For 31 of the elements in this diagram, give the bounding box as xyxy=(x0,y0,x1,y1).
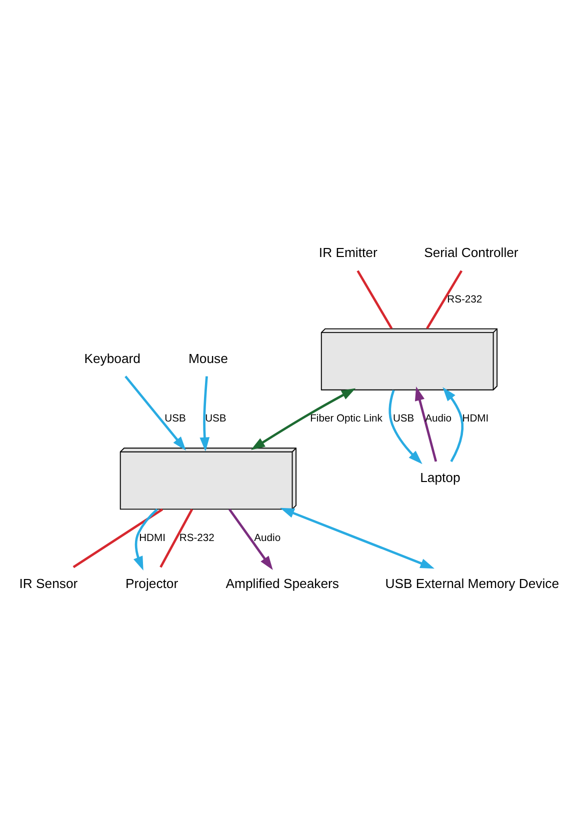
connector xyxy=(72,508,164,568)
node-text: Laptop xyxy=(420,470,460,486)
arrow xyxy=(228,508,273,570)
arrow xyxy=(124,376,186,451)
edge-label: RS-232 xyxy=(447,294,482,306)
edge-label: HDMI xyxy=(139,532,166,544)
edge-label: USB xyxy=(392,414,414,425)
edge-label: Fiber Optic Link xyxy=(310,414,382,425)
edge-label: USB xyxy=(164,414,186,425)
arrow xyxy=(442,387,464,462)
node-text: USB External Memory Device xyxy=(385,576,560,591)
arrow xyxy=(133,508,158,571)
edge-label: RS-232 xyxy=(179,532,214,544)
node-text: IR Sensor xyxy=(19,576,78,591)
arrow xyxy=(414,386,438,462)
node-text: Serial Controller xyxy=(424,245,518,260)
arrow xyxy=(280,508,434,569)
node-text: Projector xyxy=(126,576,178,591)
edge-label: USB xyxy=(205,414,226,425)
node-text: Mouse xyxy=(188,350,228,366)
arrow xyxy=(388,390,422,464)
edge-label: HDMI xyxy=(462,414,489,425)
node-text: Amplified Speakers xyxy=(226,576,340,591)
edge-label: Audio xyxy=(254,532,281,544)
connector xyxy=(160,508,194,568)
node-text: Keyboard xyxy=(84,350,140,366)
connector xyxy=(356,270,393,330)
arrow xyxy=(250,388,356,450)
arrow xyxy=(200,376,210,452)
node-text: IR Emitter xyxy=(318,245,378,260)
connector xyxy=(426,270,463,330)
